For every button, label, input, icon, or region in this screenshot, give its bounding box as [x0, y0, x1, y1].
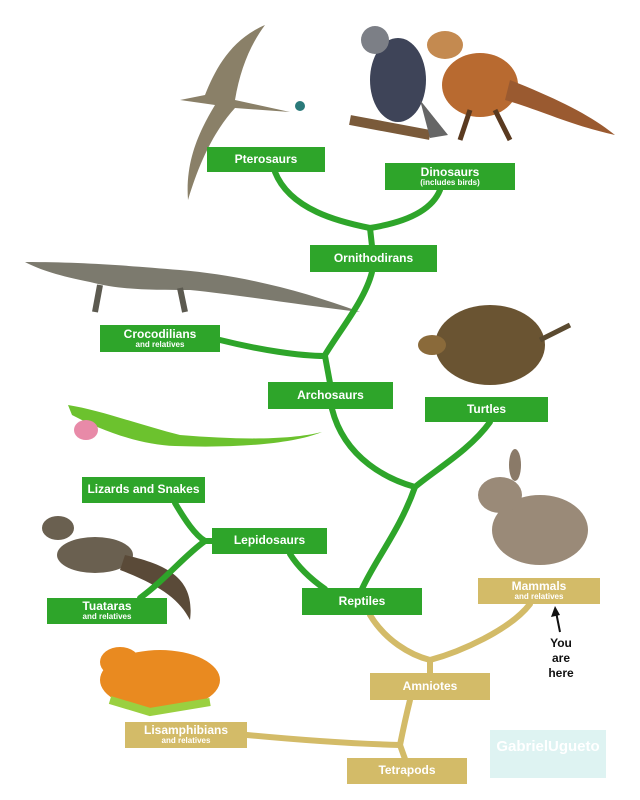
node-lizards-and-snakes: Lizards and Snakes — [82, 477, 205, 503]
node-archosaurs: Archosaurs — [268, 382, 393, 409]
node-sublabel: and relatives — [82, 612, 132, 622]
node-label: Lizards and Snakes — [87, 482, 200, 497]
node-label: Dinosaurs — [420, 164, 480, 179]
node-lepidosaurs: Lepidosaurs — [212, 528, 327, 554]
tetrapod-branches — [244, 601, 533, 762]
node-label: Tuataras — [82, 599, 132, 613]
you-are-here-label: You are here — [536, 636, 586, 681]
rabbit-illustration — [478, 449, 588, 565]
node-label: Reptiles — [338, 593, 386, 608]
anole-lizard-illustration — [68, 405, 322, 447]
dinosaur-illustration — [427, 31, 615, 142]
node-label: Crocodilians — [123, 326, 197, 341]
node-label: Turtles — [466, 401, 507, 416]
node-turtles: Turtles — [425, 397, 548, 422]
node-ornithodirans: Ornithodirans — [310, 245, 437, 272]
node-sublabel: (includes birds) — [420, 177, 480, 187]
node-label: Lepidosaurs — [233, 533, 306, 548]
you-are-here-arrow — [551, 606, 561, 633]
annotation-line: You — [550, 636, 572, 650]
reptile-branches — [137, 169, 493, 601]
node-pterosaurs: Pterosaurs — [207, 147, 325, 172]
node-label: Lisamphibians — [143, 723, 229, 737]
tuatara-illustration — [42, 516, 191, 620]
node-label: Mammals — [511, 579, 567, 593]
frog-illustration — [100, 647, 220, 717]
watermark: GabrielUgueto — [490, 730, 606, 778]
node-dinosaurs: Dinosaurs(includes birds) — [385, 163, 515, 190]
node-sublabel: and relatives — [161, 736, 211, 746]
node-amniotes: Amniotes — [370, 673, 490, 700]
node-reptiles: Reptiles — [302, 588, 422, 615]
node-label: Tetrapods — [378, 763, 436, 778]
bird-illustration — [349, 26, 448, 140]
node-label: Ornithodirans — [333, 250, 414, 265]
node-sublabel: and relatives — [135, 339, 185, 349]
node-tetrapods: Tetrapods — [347, 758, 467, 784]
annotation-line: here — [548, 666, 574, 680]
turtle-illustration — [418, 305, 572, 385]
crocodile-illustration — [25, 262, 360, 313]
node-label: Amniotes — [402, 678, 458, 693]
annotation-line: are — [551, 651, 571, 665]
pterosaur-illustration — [180, 25, 305, 200]
node-sublabel: and relatives — [514, 592, 564, 602]
node-label: Pterosaurs — [234, 151, 298, 166]
node-label: Archosaurs — [297, 387, 364, 402]
